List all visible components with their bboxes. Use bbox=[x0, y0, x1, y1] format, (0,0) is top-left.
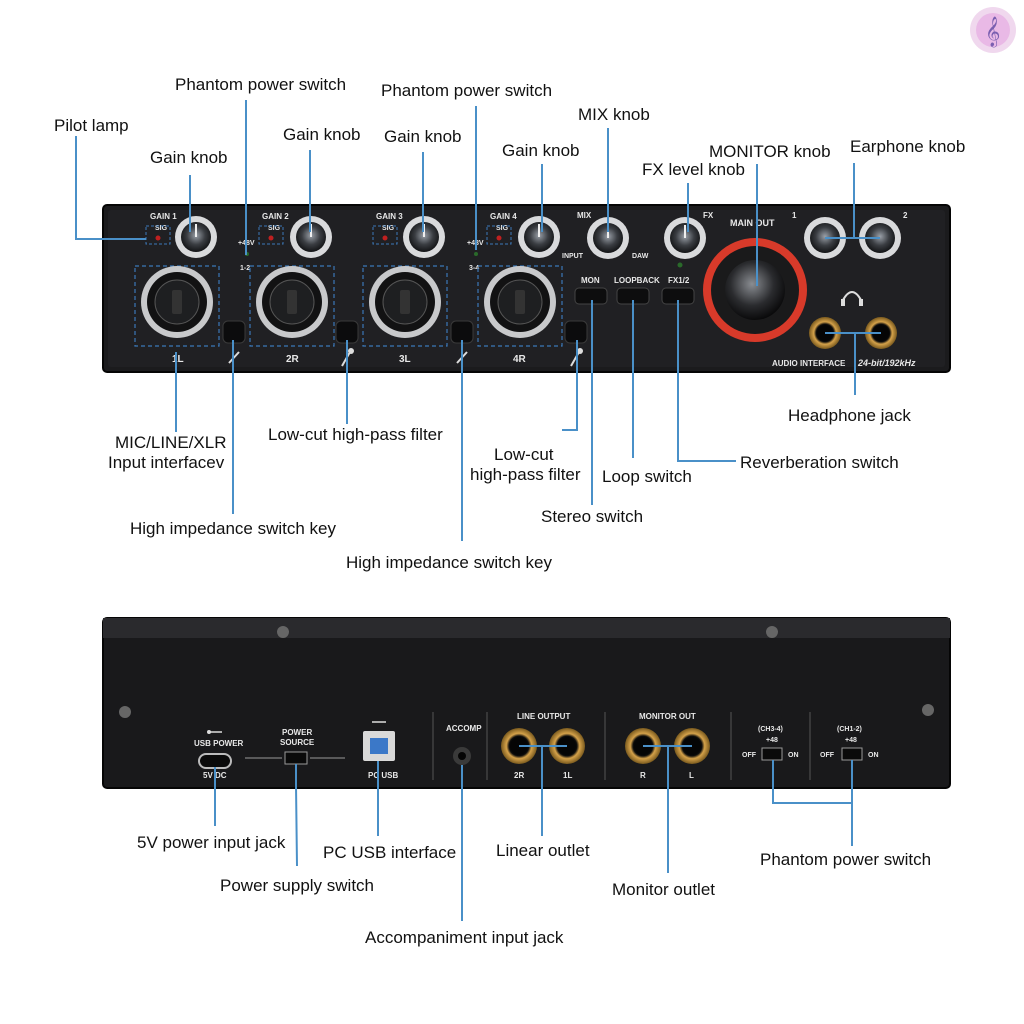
ch34-on-label: ON bbox=[788, 752, 799, 759]
ch12-off-label: OFF bbox=[820, 752, 835, 759]
fx-level-knob[interactable] bbox=[664, 217, 706, 259]
spec-label: 24-bit/192kHz bbox=[857, 358, 916, 368]
gain2-label: GAIN 2 bbox=[262, 212, 289, 221]
hiz-button-2[interactable] bbox=[451, 321, 473, 343]
gain4-label: GAIN 4 bbox=[490, 212, 517, 221]
callout-monitor-outlet: Monitor outlet bbox=[612, 880, 715, 899]
mix-label: MIX bbox=[577, 211, 592, 220]
callout-mix-knob: MIX knob bbox=[578, 105, 650, 124]
phantom-switch-ch12[interactable] bbox=[842, 748, 862, 760]
ear1-label: 1 bbox=[792, 211, 797, 220]
svg-text:𝄞: 𝄞 bbox=[985, 16, 1000, 48]
callout-low-cut-2b: high-pass filter bbox=[470, 465, 581, 484]
loopback-label: LOOPBACK bbox=[614, 276, 660, 285]
callout-earphone-knob: Earphone knob bbox=[850, 137, 965, 156]
ch34-48-label: +48 bbox=[766, 737, 778, 744]
callout-loop-switch: Loop switch bbox=[602, 467, 692, 486]
signal-led-3 bbox=[383, 236, 388, 241]
callout-monitor-knob: MONITOR knob bbox=[709, 142, 831, 161]
monitor-out-label: MONITOR OUT bbox=[639, 712, 696, 721]
lowcut-button-2[interactable] bbox=[565, 321, 587, 343]
lowcut-button-1[interactable] bbox=[336, 321, 358, 343]
signal-led-4 bbox=[497, 236, 502, 241]
main-out-label: MAIN OUT bbox=[730, 218, 775, 228]
signal-led-2 bbox=[269, 236, 274, 241]
callout-stereo-switch: Stereo switch bbox=[541, 507, 643, 526]
fx-led bbox=[678, 263, 683, 268]
callout-accompaniment-jack: Accompaniment input jack bbox=[365, 928, 564, 947]
mon-label: MON bbox=[581, 276, 600, 285]
gain-knob-1[interactable] bbox=[175, 216, 217, 258]
input-4-label: 4R bbox=[513, 354, 527, 365]
monitor-knob[interactable] bbox=[703, 238, 807, 342]
callout-pc-usb: PC USB interface bbox=[323, 843, 456, 862]
brand-logo: 𝄞 bbox=[970, 7, 1016, 53]
callout-gain-knob-2: Gain knob bbox=[283, 125, 361, 144]
callout-gain-knob-1: Gain knob bbox=[150, 148, 228, 167]
pc-usb-label: PC USB bbox=[368, 771, 398, 780]
input-1-label: 1L bbox=[172, 354, 184, 365]
hiz-button-1[interactable] bbox=[223, 321, 245, 343]
line-2r-label: 2R bbox=[514, 771, 524, 780]
callout-power-input-jack: 5V power input jack bbox=[137, 833, 286, 852]
monitor-r-label: R bbox=[640, 771, 646, 780]
monitor-l-label: L bbox=[689, 771, 694, 780]
callout-input-interface-2: Input interfacev bbox=[108, 453, 225, 472]
line-output-label: LINE OUTPUT bbox=[517, 712, 570, 721]
callout-low-cut-1: Low-cut high-pass filter bbox=[268, 425, 443, 444]
daw-label: DAW bbox=[632, 253, 649, 260]
ch12-label: (CH1-2) bbox=[837, 726, 862, 733]
callout-phantom-power-1: Phantom power switch bbox=[175, 75, 346, 94]
phantom-switch-ch34[interactable] bbox=[762, 748, 782, 760]
callout-linear-outlet: Linear outlet bbox=[496, 841, 590, 860]
input-3-label: 3L bbox=[399, 354, 411, 365]
front-panel: GAIN 1 GAIN 2 GAIN 3 GAIN 4 SIG SIG SIG … bbox=[103, 205, 950, 372]
gain3-label: GAIN 3 bbox=[376, 212, 403, 221]
usb-power-label: USB POWER bbox=[194, 739, 244, 748]
callout-high-impedance-2: High impedance switch key bbox=[346, 553, 552, 572]
callout-gain-knob-4: Gain knob bbox=[502, 141, 580, 160]
ear2-label: 2 bbox=[903, 211, 908, 220]
screw-icon bbox=[766, 626, 778, 638]
screw-icon bbox=[922, 704, 934, 716]
power-source-switch[interactable] bbox=[285, 752, 307, 764]
gain1-label: GAIN 1 bbox=[150, 212, 177, 221]
power-source-label-1: POWER bbox=[282, 728, 312, 737]
channel-pair-12: 1-2 bbox=[240, 265, 250, 272]
signal-led-1 bbox=[156, 236, 161, 241]
fx-label: FX bbox=[703, 211, 714, 220]
audio-interface-label: AUDIO INTERFACE bbox=[772, 359, 846, 368]
ch34-off-label: OFF bbox=[742, 752, 757, 759]
ch34-label: (CH3-4) bbox=[758, 726, 783, 733]
callout-phantom-power-2: Phantom power switch bbox=[381, 81, 552, 100]
power-source-label-2: SOURCE bbox=[280, 738, 315, 747]
ch12-48-label: +48 bbox=[845, 737, 857, 744]
input-2-label: 2R bbox=[286, 354, 300, 365]
line-1l-label: 1L bbox=[563, 771, 572, 780]
callout-power-supply-switch: Power supply switch bbox=[220, 876, 374, 895]
callout-high-impedance-1: High impedance switch key bbox=[130, 519, 336, 538]
callout-pilot-lamp: Pilot lamp bbox=[54, 116, 129, 135]
gain-knob-4[interactable] bbox=[518, 216, 560, 258]
callout-fx-level-knob: FX level knob bbox=[642, 160, 745, 179]
usb-c-power-port[interactable] bbox=[199, 754, 231, 768]
callout-input-interface-1: MIC/LINE/XLR bbox=[115, 433, 226, 452]
callout-reverberation-switch: Reverberation switch bbox=[740, 453, 899, 472]
accomp-label: ACCOMP bbox=[446, 724, 482, 733]
callout-low-cut-2a: Low-cut bbox=[494, 445, 554, 464]
input-label: INPUT bbox=[562, 253, 584, 260]
ch12-on-label: ON bbox=[868, 752, 879, 759]
screw-icon bbox=[277, 626, 289, 638]
rear-panel: USB POWER 5V DC POWER SOURCE PC USB ACCO… bbox=[103, 618, 950, 788]
callout-gain-knob-3: Gain knob bbox=[384, 127, 462, 146]
fx12-label: FX1/2 bbox=[668, 276, 690, 285]
callout-headphone-jack: Headphone jack bbox=[788, 406, 911, 425]
callout-phantom-power-rear: Phantom power switch bbox=[760, 850, 931, 869]
phantom-led-34 bbox=[474, 252, 478, 256]
screw-icon bbox=[119, 706, 131, 718]
